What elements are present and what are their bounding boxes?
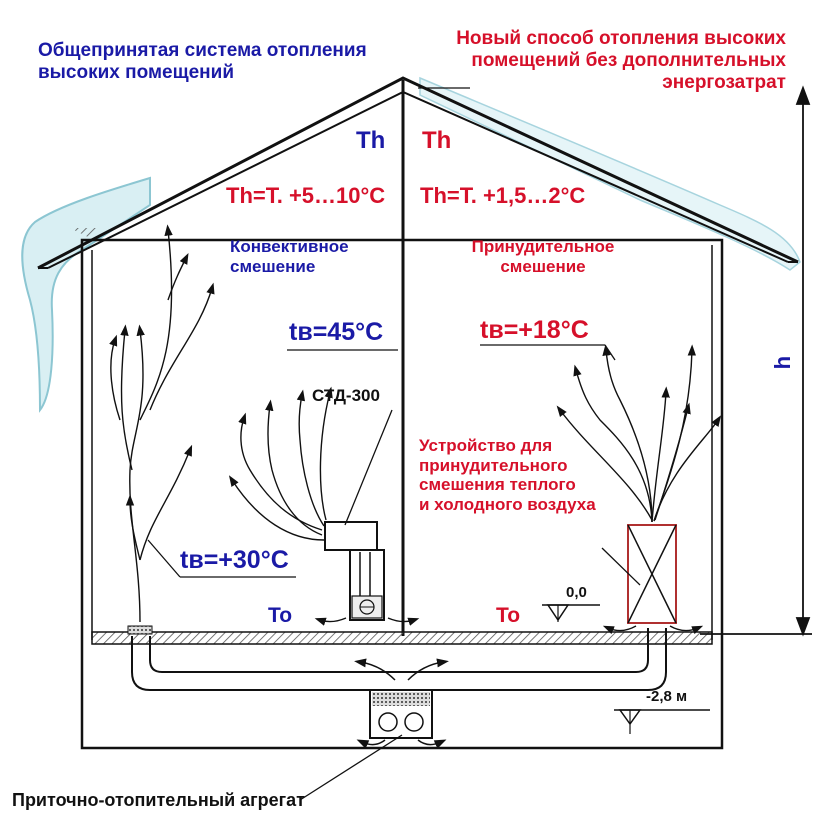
right-title: Новый способ отопления высоких помещений… — [456, 28, 786, 93]
left-th-label: Th — [356, 127, 386, 154]
right-formula: Th=T. +1,5…2°C — [420, 183, 586, 208]
mixing-device — [627, 524, 677, 624]
roof — [37, 76, 799, 270]
level-zero-label: 0,0 — [566, 584, 587, 601]
height-dimension — [700, 85, 812, 637]
std300-unit — [324, 521, 385, 621]
right-th-label: Th — [422, 127, 452, 154]
level-marker-zero — [542, 604, 600, 622]
right-tb: tв=+18°C — [480, 316, 589, 344]
left-to-label: To — [268, 604, 293, 627]
left-mixing-label: Конвективное смешение — [230, 237, 349, 276]
level-minus-label: -2,8 м — [646, 688, 688, 705]
left-tb-bottom: tв=+30°C — [180, 546, 289, 574]
unit-leader — [299, 734, 403, 801]
height-label: h — [770, 355, 796, 370]
left-formula: Th=T. +5…10°C — [226, 183, 386, 208]
left-air-streams — [109, 224, 215, 623]
floor-slab — [91, 631, 713, 645]
left-tb-top: tв=45°C — [289, 318, 384, 346]
std300-label: СТД-300 — [312, 386, 380, 405]
left-title: Общепринятая система отопления высоких п… — [38, 40, 367, 83]
mixing-device-label: Устройство для принудительного смешения … — [419, 436, 596, 514]
mixing-device-leader — [601, 547, 641, 586]
unit-label: Приточно-отопительный агрегат — [12, 790, 305, 810]
right-air-streams — [556, 344, 722, 523]
std300-leader — [344, 409, 393, 526]
right-mixing-label: Принудительное смешение — [471, 237, 615, 276]
right-to-label: To — [496, 604, 521, 627]
snow-drift-left — [21, 176, 151, 413]
floor-grille — [127, 625, 153, 635]
level-marker-minus — [614, 709, 710, 734]
std300-air-streams — [228, 386, 333, 541]
